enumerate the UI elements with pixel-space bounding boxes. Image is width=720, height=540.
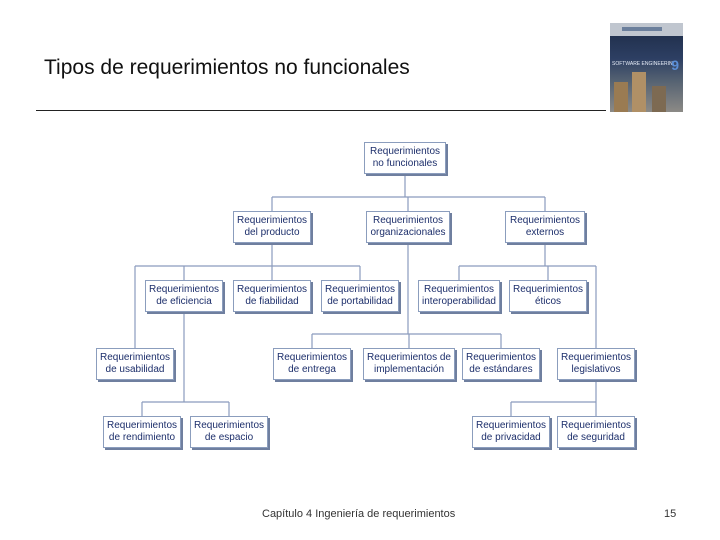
node-producto: Requerimientos del producto: [233, 211, 311, 243]
node-interoperabilidad: Requerimientos interoperabilidad: [418, 280, 500, 312]
node-legislativos: Requerimientos legislativos: [557, 348, 635, 380]
node-estandares: Requerimientos de estándares: [462, 348, 540, 380]
node-seguridad: Requerimientos de seguridad: [557, 416, 635, 448]
node-implementacion: Requerimientos de implementación: [363, 348, 455, 380]
node-organizacionales: Requerimientos organizacionales: [366, 211, 450, 243]
node-fiabilidad: Requerimientos de fiabilidad: [233, 280, 311, 312]
node-espacio: Requerimientos de espacio: [190, 416, 268, 448]
node-eticos: Requerimientos éticos: [509, 280, 587, 312]
page-number: 15: [664, 508, 676, 520]
node-externos: Requerimientos externos: [505, 211, 585, 243]
node-root: Requerimientos no funcionales: [364, 142, 446, 174]
node-rendimiento: Requerimientos de rendimiento: [103, 416, 181, 448]
node-portabilidad: Requerimientos de portabilidad: [321, 280, 399, 312]
node-eficiencia: Requerimientos de eficiencia: [145, 280, 223, 312]
node-usabilidad: Requerimientos de usabilidad: [96, 348, 174, 380]
slide-footer: Capítulo 4 Ingeniería de requerimientos: [262, 508, 455, 520]
node-privacidad: Requerimientos de privacidad: [472, 416, 550, 448]
node-entrega: Requerimientos de entrega: [273, 348, 351, 380]
